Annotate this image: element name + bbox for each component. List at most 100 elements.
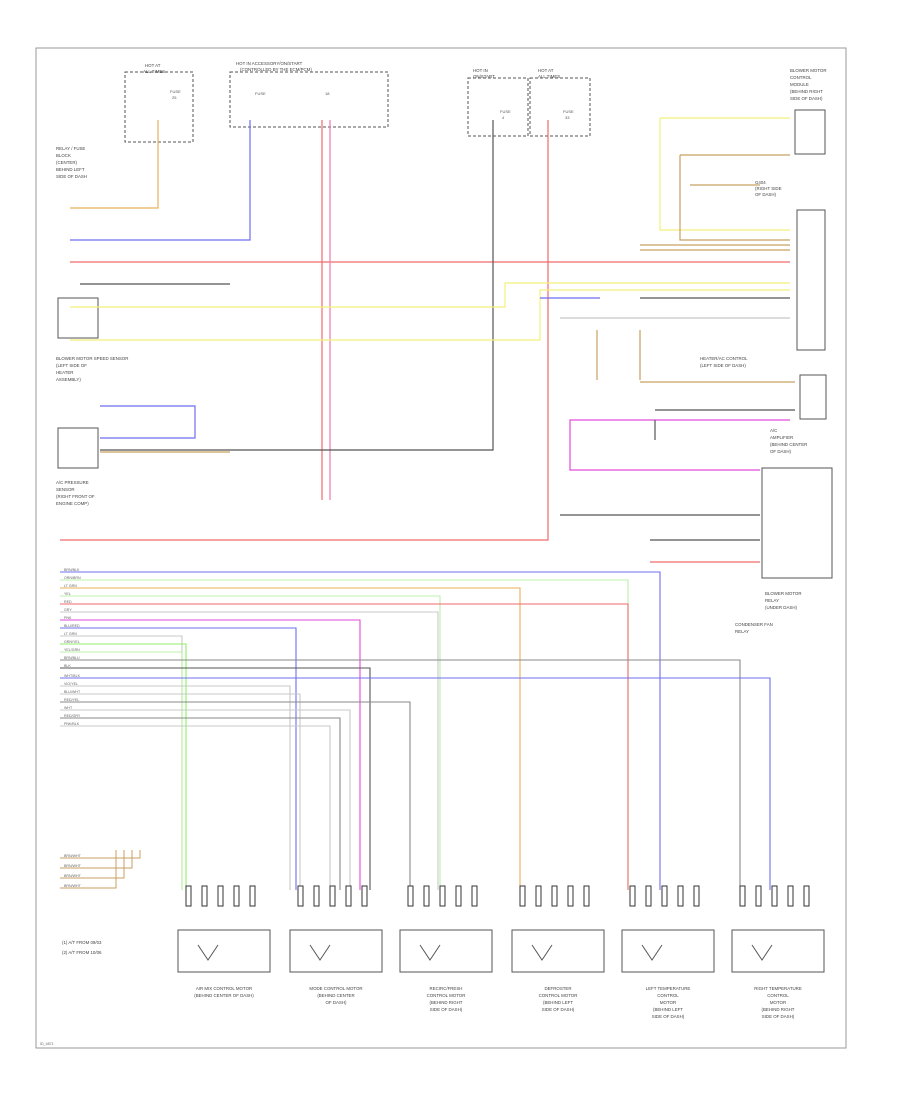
- actuator-6-pin: [755, 885, 762, 907]
- module-note-line-3: MODULE: [790, 82, 809, 87]
- relay-note-line-1: BLOWER MOTOR: [765, 591, 802, 596]
- pressure-sensor-note-line-2: SENSOR: [56, 487, 75, 492]
- bus-label-13: BLK: [64, 664, 71, 668]
- blower-sensor-note-line-3: HEATER: [56, 370, 73, 375]
- wire-red-fuse4: [60, 120, 549, 541]
- power-block-3: HOT IN ON/START FUSE 4: [467, 68, 529, 137]
- actuator-1-label-2: (BEHIND CENTER OF DASH): [194, 993, 254, 998]
- actuator-2-pin: [297, 885, 304, 907]
- power-block-3-fuse-id: 4: [502, 115, 505, 120]
- bus-wire-2: [60, 579, 629, 890]
- actuator-6-body: [731, 929, 825, 973]
- bus-wire-20: [60, 725, 331, 890]
- power-block-2-fuse-id: 18: [325, 91, 330, 96]
- mode-wire-3: [60, 850, 125, 879]
- actuator-4-label-4: SIDE OF DASH): [542, 1007, 575, 1012]
- actuator-3-label-3: (BEHIND RIGHT: [430, 1000, 463, 1005]
- power-block-1-fuse-id: 25: [172, 95, 177, 100]
- wire-orange-fuse1: [70, 120, 159, 209]
- bus-wire-6: [60, 611, 439, 890]
- actuator-3-label-2: CONTROL MOTOR: [427, 993, 466, 998]
- bus-label-17: RED/YEL: [64, 698, 79, 702]
- actuator-6-label-4: (BEHIND RIGHT: [762, 1007, 795, 1012]
- ground-note-line-1: G404: [755, 180, 766, 185]
- mode-label-3: BRN/WHT: [64, 874, 82, 878]
- actuator-2-label-3: OF DASH): [326, 1000, 348, 1005]
- wire-yellow-top: [659, 118, 790, 231]
- actuator-6-pin: [771, 885, 778, 907]
- mode-label-4: BRN/WHT: [64, 884, 82, 888]
- bus-wire-7: [60, 619, 361, 890]
- ground-note-line-2: (RIGHT SIDE: [755, 186, 782, 191]
- power-block-4: HOT AT ALL TIMES FUSE 33: [529, 68, 591, 137]
- bus-wire-8: [60, 627, 297, 890]
- power-block-2: HOT IN ACCESSORY/ON/START (CONTROLLED BY…: [229, 61, 389, 128]
- actuator-4-label-1: DEFROSTER: [544, 986, 571, 991]
- relay-note-line-2: RELAY: [765, 598, 779, 603]
- actuator-3-label-4: SIDE OF DASH): [430, 1007, 463, 1012]
- condenser-note-line-2: RELAY: [735, 629, 749, 634]
- bus-label-9: LT GRN: [64, 632, 77, 636]
- bus-label-20: PNK/BLK: [64, 722, 80, 726]
- bus-label-8: BLU/RED: [64, 624, 80, 628]
- actuator-5-label-1: LEFT TEMPERATURE: [646, 986, 691, 991]
- module-note-line-5: SIDE OF DASH): [790, 96, 823, 101]
- ground-note-line-3: OF DASH): [755, 192, 777, 197]
- condenser-note-line-1: CONDENSER FAN: [735, 622, 773, 627]
- bus-label-6: GRY: [64, 608, 72, 612]
- actuator-5-body: [621, 929, 715, 973]
- amplifier-box: [761, 467, 833, 579]
- bus-label-2: ORN/BRN: [64, 576, 81, 580]
- bus-wire-16: [60, 693, 301, 890]
- heater-control-box: [796, 209, 826, 351]
- bus-wire-15: [60, 685, 291, 890]
- bus-wire-4: [60, 595, 441, 890]
- relay-block-note-line-4: BEHIND LEFT: [56, 167, 85, 172]
- bus-wire-19: [60, 717, 341, 890]
- pressure-sensor-note-line-1: A/C PRESSURE: [56, 480, 89, 485]
- power-block-2-fuse: FUSE: [255, 91, 266, 96]
- bus-label-19: RED/GRY: [64, 714, 81, 718]
- actuator-3-pin: [439, 885, 446, 907]
- bus-label-4: YEL: [64, 592, 71, 596]
- actuator-5-label-5: SIDE OF DASH): [652, 1014, 685, 1019]
- bus-wire-17: [60, 701, 411, 890]
- bus-wire-10: [60, 643, 187, 890]
- bus-wire-1: [60, 571, 661, 890]
- relay-note-line-3: (UNDER DASH): [765, 605, 797, 610]
- actuator-2-label-2: (BEHIND CENTER: [317, 993, 354, 998]
- actuator-6-label-5: SIDE OF DASH): [762, 1014, 795, 1019]
- bus-wire-13: [60, 667, 371, 890]
- actuator-1-motor-icon: [197, 944, 219, 961]
- bus-wire-14: [60, 677, 771, 890]
- actuator-4-pin: [535, 885, 542, 907]
- blower-sensor-note-line-4: ASSEMBLY): [56, 377, 81, 382]
- actuator-2-pin: [345, 885, 352, 907]
- actuator-3-pin: [407, 885, 414, 907]
- bus-label-12: BRN/BLU: [64, 656, 80, 660]
- pressure-sensor-note-line-4: ENGINE COMP): [56, 501, 89, 506]
- actuator-3-body: [399, 929, 493, 973]
- actuator-4-motor-icon: [531, 944, 553, 961]
- wire-yellow-h2: [70, 282, 790, 308]
- actuator-1-pin: [217, 885, 224, 907]
- actuator-5-motor-icon: [641, 944, 663, 961]
- mode-wire-4: [60, 850, 117, 889]
- blower-control-module-note: BLOWER MOTOR CONTROL MODULE (BEHIND RIGH…: [790, 68, 827, 101]
- power-block-1-line-1: HOT AT: [145, 63, 161, 68]
- actuator-4-label-2: CONTROL MOTOR: [539, 993, 578, 998]
- wire-gray-fuse3: [100, 120, 494, 451]
- relay-block-note-line-3: (CENTER): [56, 160, 78, 165]
- wire-magenta-loop: [569, 419, 790, 471]
- wire-olive-2: [679, 155, 790, 241]
- actuator-6-pin: [739, 885, 746, 907]
- actuator-4: DEFROSTER CONTROL MOTOR (BEHIND LEFT SIDE O…: [511, 885, 605, 1012]
- bus-label-3: LT GRN: [64, 584, 77, 588]
- actuator-4-label-3: (BEHIND LEFT: [543, 1000, 573, 1005]
- relay-block-note: RELAY / FUSE BLOCK (CENTER) BEHIND LEFT …: [56, 146, 87, 179]
- actuator-6-label-2: CONTROL: [767, 993, 789, 998]
- actuator-2-pin: [361, 885, 368, 907]
